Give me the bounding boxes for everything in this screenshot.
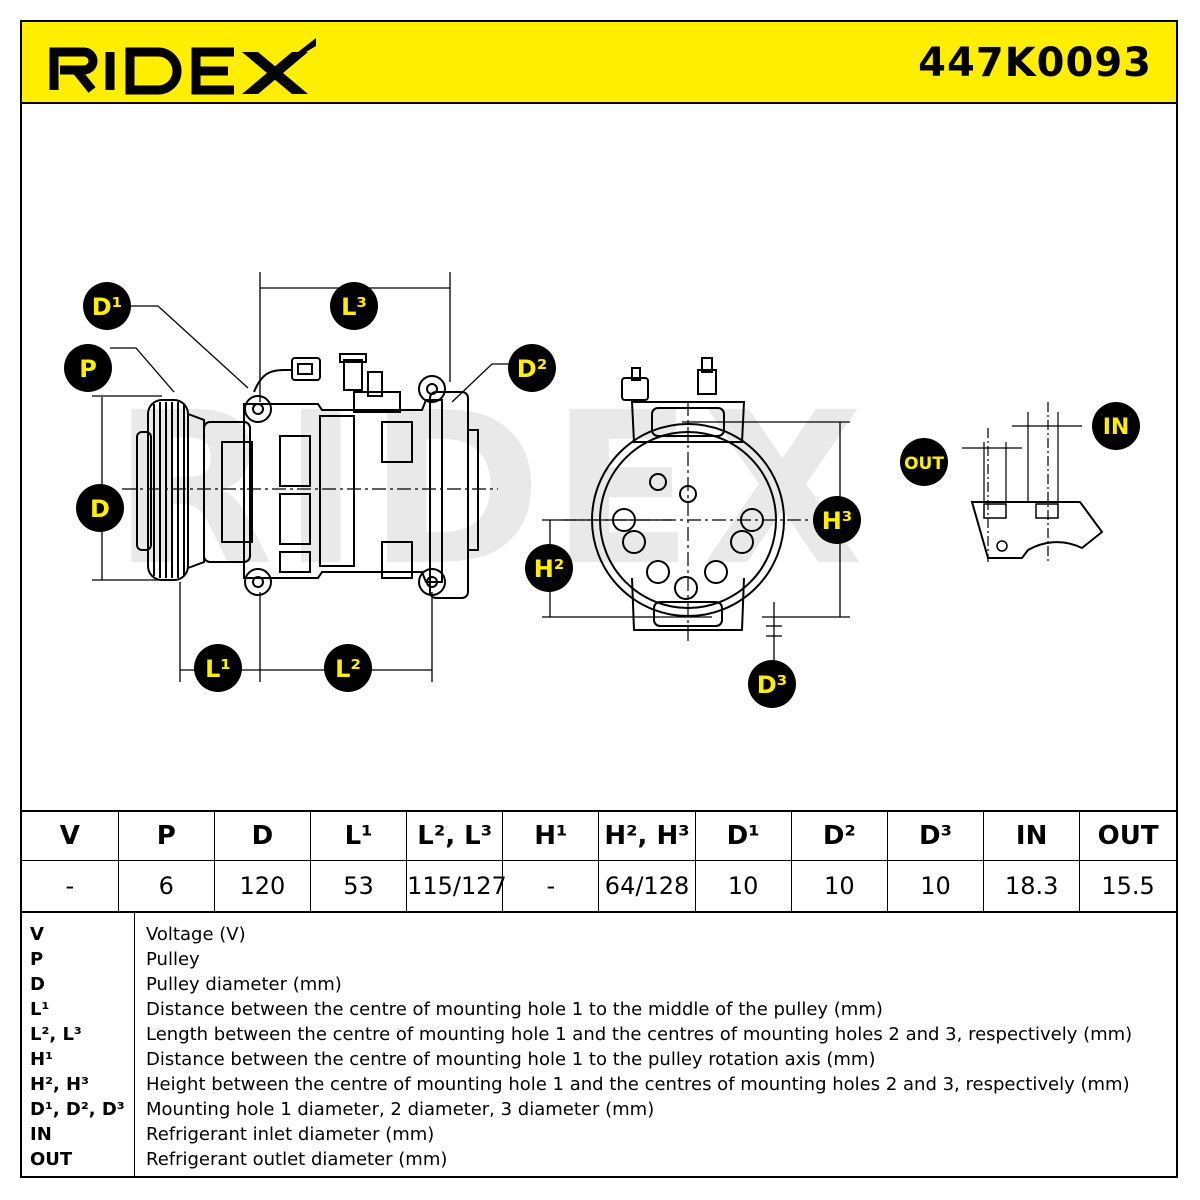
legend-item: D¹, D², D³ Mounting hole 1 diameter, 2 d… [22, 1099, 1176, 1124]
legend-item: H¹ Distance between the centre of mounti… [22, 1049, 1176, 1074]
badge-h2: H² [525, 544, 573, 592]
legend-desc: Length between the centre of mounting ho… [146, 1024, 1133, 1045]
badge-p-label: P [79, 355, 97, 383]
product-sheet: 447K0093 RIDEX [20, 20, 1178, 1178]
legend-key: D [30, 974, 45, 995]
badge-out: OUT [900, 438, 948, 486]
specs-header: OUT [1079, 810, 1176, 861]
legend-item: D Pulley diameter (mm) [22, 974, 1176, 999]
technical-drawing: RIDEX [22, 102, 1176, 810]
badge-h2-label: H² [534, 555, 565, 583]
specs-header: H¹ [502, 810, 600, 861]
specs-header: IN [983, 810, 1081, 861]
legend-desc: Distance between the centre of mounting … [146, 999, 883, 1020]
badge-out-label: OUT [904, 454, 944, 474]
badge-l2-label: L² [335, 655, 361, 683]
badge-d2: D² [508, 344, 556, 392]
front-view-dimensions [542, 421, 850, 668]
legend-desc: Pulley [146, 949, 200, 970]
badge-h3-label: H³ [822, 507, 853, 535]
specs-value: 6 [117, 860, 215, 913]
legend-item: V Voltage (V) [22, 924, 1176, 949]
specs-value: 53 [309, 860, 408, 913]
badge-d3-label: D³ [757, 671, 787, 699]
badge-d3: D³ [748, 660, 796, 708]
specs-header: H², H³ [598, 810, 696, 861]
specs-header: D¹ [694, 810, 792, 861]
legend-desc: Mounting hole 1 diameter, 2 diameter, 3 … [146, 1099, 655, 1120]
specs-header: L², L³ [406, 810, 504, 861]
legend-key: IN [30, 1124, 52, 1145]
fitting-detail [962, 402, 1104, 562]
legend-divider [134, 912, 135, 1176]
specs-value: 115/127 [406, 860, 507, 913]
specs-header: D² [790, 810, 888, 861]
side-view [136, 353, 479, 599]
specs-value: - [502, 860, 600, 913]
watermark-text: RIDEX [112, 367, 872, 612]
legend-key: OUT [30, 1149, 73, 1170]
badge-l1-label: L¹ [205, 655, 231, 683]
badge-p: P [64, 344, 112, 392]
badge-d1: D¹ [83, 282, 131, 330]
badge-d-label: D [90, 495, 110, 523]
legend-desc: Height between the centre of mounting ho… [146, 1074, 1130, 1095]
badge-d: D [76, 484, 124, 532]
specs-table: V P D L¹ L², L³ H¹ H², H³ D¹ D² D³ IN OU… [22, 810, 1176, 913]
legend-item: P Pulley [22, 949, 1176, 974]
legend-item: IN Refrigerant inlet diameter (mm) [22, 1124, 1176, 1149]
compressor-diagram: RIDEX [64, 272, 1140, 708]
specs-value: 10 [694, 860, 792, 913]
legend-item: L², L³ Length between the centre of moun… [22, 1024, 1176, 1049]
specs-header: D [213, 810, 311, 861]
legend-key: L¹ [30, 999, 50, 1020]
side-view-dimensions [92, 272, 510, 682]
pulley [136, 399, 205, 581]
badge-l3: L³ [330, 282, 378, 330]
badge-in: IN [1092, 402, 1140, 450]
legend-key: D¹, D², D³ [30, 1099, 125, 1120]
legend-item: H², H³ Height between the centre of moun… [22, 1074, 1176, 1099]
badge-d2-label: D² [517, 355, 547, 383]
legend-key: H¹ [30, 1049, 53, 1070]
badge-l2: L² [324, 644, 372, 692]
legend: V Voltage (V) P Pulley D Pulley diameter… [22, 912, 1176, 1176]
legend-key: H², H³ [30, 1074, 90, 1095]
specs-value: 18.3 [983, 860, 1081, 913]
specs-header-row: V P D L¹ L², L³ H¹ H², H³ D¹ D² D³ IN OU… [22, 810, 1176, 861]
specs-value: - [22, 860, 119, 913]
legend-key: P [30, 949, 44, 970]
legend-key: L², L³ [30, 1024, 82, 1045]
badge-l3-label: L³ [341, 293, 367, 321]
specs-header: P [117, 810, 215, 861]
badge-in-label: IN [1103, 415, 1130, 440]
ridex-logo-graphic [49, 38, 316, 95]
legend-key: V [30, 924, 44, 945]
legend-desc: Voltage (V) [146, 924, 246, 945]
specs-header: V [22, 810, 119, 861]
specs-header: L¹ [309, 810, 408, 861]
specs-value-row: - 6 120 53 115/127 - 64/128 10 10 10 18.… [22, 860, 1176, 913]
legend-desc: Refrigerant outlet diameter (mm) [146, 1149, 448, 1170]
legend-item: L¹ Distance between the centre of mounti… [22, 999, 1176, 1024]
part-number: 447K0093 [918, 40, 1152, 86]
specs-header: D³ [886, 810, 985, 861]
specs-value: 15.5 [1079, 860, 1176, 913]
legend-desc: Refrigerant inlet diameter (mm) [146, 1124, 435, 1145]
specs-value: 10 [790, 860, 888, 913]
badge-h3: H³ [813, 496, 861, 544]
legend-item: OUT Refrigerant outlet diameter (mm) [22, 1149, 1176, 1174]
specs-value: 120 [213, 860, 311, 913]
legend-desc: Distance between the centre of mounting … [146, 1049, 876, 1070]
specs-value: 64/128 [598, 860, 696, 913]
legend-desc: Pulley diameter (mm) [146, 974, 342, 995]
header-bar: 447K0093 [22, 22, 1176, 104]
badge-d1-label: D¹ [92, 293, 122, 321]
brand-logo [46, 38, 316, 98]
specs-value: 10 [886, 860, 985, 913]
badge-l1: L¹ [194, 644, 242, 692]
